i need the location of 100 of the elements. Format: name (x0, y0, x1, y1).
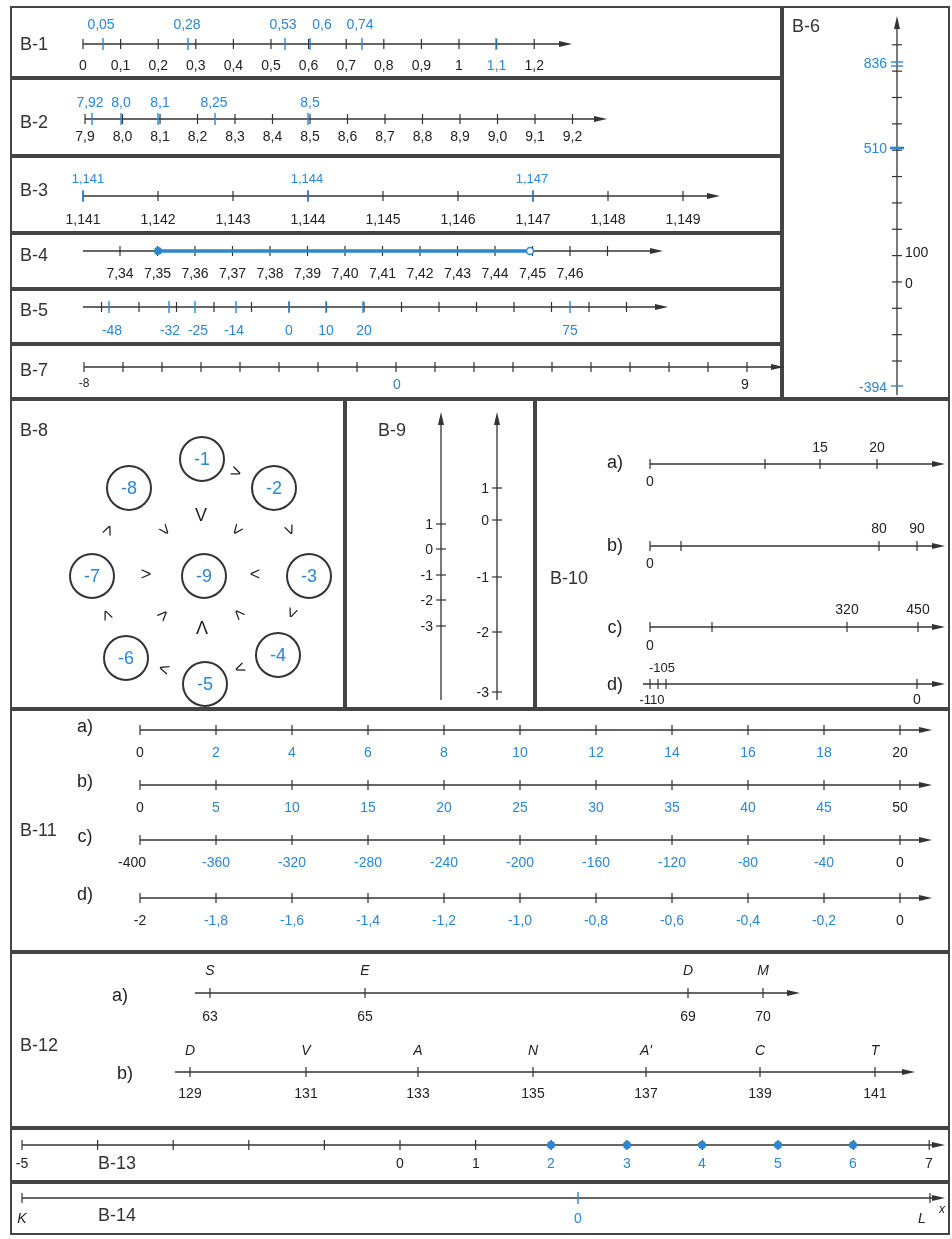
tick-label: 7,39 (293, 266, 322, 280)
tick-label: 20 (869, 440, 885, 454)
tick-label: 0 (905, 276, 913, 290)
tick-label: 8,6 (337, 129, 358, 143)
relation-sign: > (140, 565, 152, 583)
relation-sign: > (279, 521, 301, 539)
tick-label: 10 (512, 745, 528, 759)
point-letter: V (301, 1043, 311, 1057)
tick-label: 0,5 (261, 58, 281, 72)
tick-label: 1,141 (71, 171, 105, 185)
tick-label: 8,3 (225, 129, 245, 143)
tick-label: -2 (476, 625, 489, 639)
point-letter: D (682, 963, 694, 977)
tick-label: 20 (356, 323, 372, 337)
tick-label: 0 (896, 913, 904, 927)
tick-label: 1,142 (140, 212, 176, 226)
tick-label: 20 (892, 745, 908, 759)
tick-label: 1 (481, 481, 489, 495)
panel-title: B-6 (792, 17, 820, 35)
panel-title: B-7 (20, 361, 48, 379)
panel-frame (10, 233, 782, 289)
tick-label: 7,34 (106, 266, 134, 280)
tick-label: 0 (646, 556, 654, 570)
tick-label: 320 (835, 602, 859, 616)
tick-label: -1 (476, 570, 489, 584)
part-label: c) (77, 827, 93, 845)
point-letter: L (918, 1211, 926, 1225)
tick-label: 7,46 (556, 266, 584, 280)
relation-sign: > (97, 521, 119, 539)
tick-label: 1,144 (290, 212, 326, 226)
relation-sign: > (154, 520, 176, 540)
point-letter: A' (640, 1043, 652, 1057)
tick-label: -1,6 (279, 913, 305, 927)
tick-label: 0 (136, 800, 144, 814)
part-label: d) (607, 675, 623, 693)
tick-label: -1,4 (355, 913, 381, 927)
tick-label: 0,05 (87, 17, 115, 31)
tick-label: 40 (740, 800, 756, 814)
tick-label: 69 (680, 1009, 696, 1023)
part-label: b) (77, 772, 93, 790)
panel-frame (10, 1182, 950, 1235)
tick-label: 8,2 (187, 129, 208, 143)
tick-label: 0,8 (374, 58, 394, 72)
relation-sign: V (195, 506, 207, 524)
tick-label: -110 (639, 692, 665, 706)
tick-label: 0 (425, 542, 433, 556)
tick-label: 0,3 (186, 58, 206, 72)
point-letter: N (527, 1043, 539, 1057)
tick-label: 7 (925, 1156, 933, 1170)
panel-frame (10, 709, 950, 952)
relation-sign: < (281, 604, 303, 622)
tick-label: 139 (748, 1086, 772, 1100)
part-label: a) (607, 453, 623, 471)
tick-label: -200 (506, 855, 534, 869)
tick-label: 8 (440, 745, 448, 759)
tick-label: 10 (284, 800, 300, 814)
tick-label: -2 (133, 913, 147, 927)
tick-label: 63 (202, 1009, 218, 1023)
panel-frame (782, 6, 950, 399)
tick-label: 133 (406, 1086, 430, 1100)
tick-label: 9,1 (525, 129, 545, 143)
panel-frame (10, 78, 782, 156)
tick-label: 7,36 (181, 266, 209, 280)
tick-label: 0 (79, 58, 87, 72)
tick-label: 6 (364, 745, 372, 759)
tick-label: 16 (740, 745, 756, 759)
tick-label: 15 (812, 440, 828, 454)
tick-label: 0 (481, 513, 489, 527)
tick-label: -14 (223, 323, 245, 337)
tick-label: 3 (623, 1156, 631, 1170)
tick-label: 0,6 (312, 17, 332, 31)
tick-label: 8,5 (300, 95, 320, 109)
tick-label: 14 (664, 745, 680, 759)
panel-frame (10, 6, 782, 78)
tick-label: 90 (909, 521, 925, 535)
tick-label: 1,147 (515, 212, 551, 226)
point-letter: E (360, 963, 370, 977)
tick-label: 129 (178, 1086, 202, 1100)
tick-label: 7,37 (218, 266, 247, 280)
tick-label: 1,146 (440, 212, 476, 226)
tick-label: 7,42 (406, 266, 434, 280)
tick-label: 131 (294, 1086, 318, 1100)
tick-label: -40 (813, 855, 835, 869)
tick-label: 8,5 (300, 129, 320, 143)
relation-sign: < (156, 658, 172, 680)
relation-sign: Λ (196, 619, 208, 637)
tick-label: 1,1 (486, 58, 507, 72)
tick-label: 8,4 (262, 129, 283, 143)
tick-label: 0,2 (148, 58, 168, 72)
tick-label: 4 (288, 745, 296, 759)
point-letter: A (413, 1043, 423, 1057)
panel-title: B-8 (20, 421, 48, 439)
point-letter: C (754, 1043, 766, 1057)
tick-label: 8,7 (375, 129, 395, 143)
panel-title: B-14 (98, 1206, 137, 1224)
point-letter: T (870, 1043, 880, 1057)
tick-label: 1 (425, 517, 433, 531)
tick-label: 6 (849, 1156, 857, 1170)
relation-sign: > (227, 461, 245, 483)
tick-label: 8,0 (111, 95, 131, 109)
